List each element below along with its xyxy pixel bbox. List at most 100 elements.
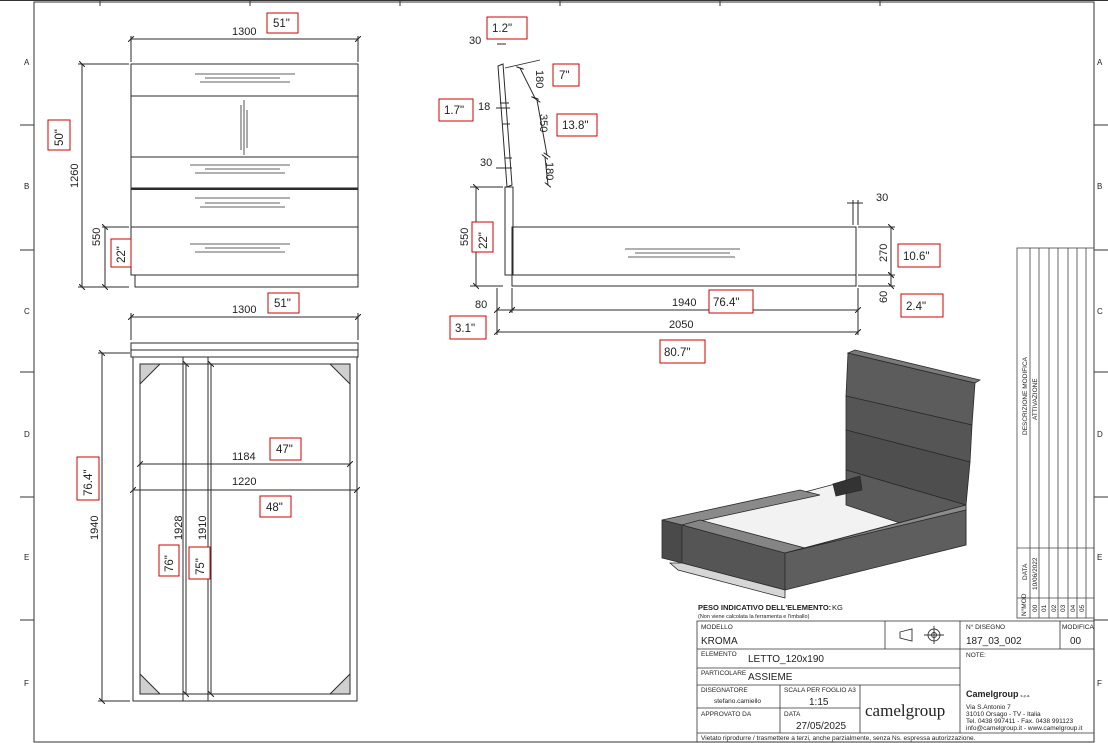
part-label: PARTICOLARE [701,670,747,677]
element-label: ELEMENTO [701,651,737,658]
designer-label: DISEGNATORE [701,687,748,694]
iso-right-rail-top [784,504,967,554]
zone-c-left: C [24,307,30,316]
zone-d-right: D [1097,430,1103,439]
side-plinth-in: 2.4" [906,301,926,313]
top-view [98,313,358,701]
front-width-in-badge: 51" [266,12,299,34]
side-back-badge: 3.1" [449,315,487,340]
zone-d-left: D [24,430,30,439]
top-outer-w-in: 48" [266,502,283,514]
revision-mod-01: 01 [1041,604,1048,612]
side-low-mm: 180 [543,162,555,180]
side-height-mm: 550 [459,228,471,246]
date-label: DATA [784,711,801,718]
side-gap-badge: 1.7" [438,98,474,122]
side-panel-mm: 180 [533,70,545,88]
revision-mod-05: 05 [1079,604,1086,612]
side-height-badge: 22" [471,221,494,253]
designer-value: stefano.camiello [714,698,761,705]
headboard-band-panel [130,187,359,228]
date-value: 27/05/2025 [796,721,846,732]
iso-headboard-edge [846,349,982,384]
front-width-mm: 1300 [232,26,256,38]
scale-label: SCALA PER FOGLIO A3 [784,687,856,694]
address-line1: Via S.Antonio 7 [966,704,1011,711]
zone-c-right: C [1097,307,1103,316]
model-value: KROMA [701,636,738,647]
weight-unit: KG [832,603,843,612]
projection-symbol-icon [899,626,944,644]
side-mid-mm: 350 [537,114,549,132]
front-view [78,36,358,287]
side-plinth-badge: 2.4" [900,293,944,318]
zone-b-left: B [24,182,29,191]
side-total-len-badge: 80.7" [659,339,706,364]
zone-f-right: F [1097,679,1102,688]
front-base-in-badge: 22" [110,238,132,268]
side-total-len-mm: 2050 [669,319,693,331]
side-rail-badge: 10.6" [897,243,941,268]
side-top-offset-mm: 30 [469,35,481,47]
bed-rail-side [504,186,514,276]
side-foot-mm: 30 [876,192,888,204]
top-len-b-in: 75" [195,558,207,575]
wood-grain-marks [190,73,295,253]
side-mid-offset-mm: 30 [480,157,492,169]
top-len-b-mm: 1910 [197,516,209,540]
revision-mod-04: 04 [1070,604,1077,612]
weight-note: (Non viene calcolata la ferramenta e l'i… [698,614,810,620]
zone-a-right: A [1097,58,1103,67]
side-mid-badge: 13.8" [556,113,598,137]
zone-e-right: E [1097,553,1102,562]
headboard-low-panel [130,156,359,189]
top-length-badge: 76.4" [76,456,100,501]
front-width-in: 51" [273,18,290,30]
revision-date-label: DATA [1022,563,1029,580]
element-value: LETTO_120x190 [748,654,824,665]
front-base-mm: 550 [91,228,103,246]
top-inner-w-badge: 47" [269,437,302,461]
side-mid-in: 13.8" [562,120,588,132]
headboard-side-profile [497,63,513,188]
side-inner-len-in: 76.4" [713,297,739,309]
revision-label: MODIFICA [1062,624,1094,631]
headboard-mid-panel [130,95,359,158]
notes-label: NOTE: [966,652,986,659]
model-label: MODELLO [701,624,733,631]
corner-brackets [139,363,351,695]
part-value: ASSIEME [748,672,793,683]
side-rail-mm: 270 [878,244,890,262]
side-total-len-in: 80.7" [664,347,690,359]
revision-mod-03: 03 [1060,604,1067,612]
revision-activation-label: ATTIVAZIONE [1032,378,1039,420]
drawing-no-value: 187_03_002 [966,636,1022,647]
address-line2: 31010 Orsago - TV - Italia [966,711,1041,718]
side-top-offset-in: 1.2" [492,23,512,35]
iso-bracket [832,475,863,497]
side-view [470,43,895,335]
base-plinth [134,274,359,288]
disclaimer: Vietato riprodurre / trasmettere a terzi… [701,735,976,742]
front-height-in-badge: 50" [47,119,71,151]
revision-mod-00: 00 [1032,604,1039,612]
side-plinth [511,274,857,287]
contact: info@camelgroup.it - www.camelgroup.it [966,725,1083,732]
side-panel-in: 7" [559,70,569,82]
side-rail [511,226,857,276]
side-back-in: 3.1" [455,323,475,335]
top-length-in: 76.4" [83,470,95,496]
zone-b-right: B [1097,182,1102,191]
footboard-panel [130,226,359,276]
iso-left-rail [661,519,683,564]
side-inner-len-badge: 76.4" [708,289,754,314]
top-length-mm: 1940 [89,516,101,540]
zone-f-left: F [24,679,29,688]
top-inner-w-in: 47" [276,444,293,456]
brand-logo: camelgroup [865,701,945,720]
top-width-mm: 1300 [232,304,256,316]
side-inner-len-mm: 1940 [672,297,696,309]
bed-frame-outer [132,356,358,702]
zone-e-left: E [24,553,29,562]
